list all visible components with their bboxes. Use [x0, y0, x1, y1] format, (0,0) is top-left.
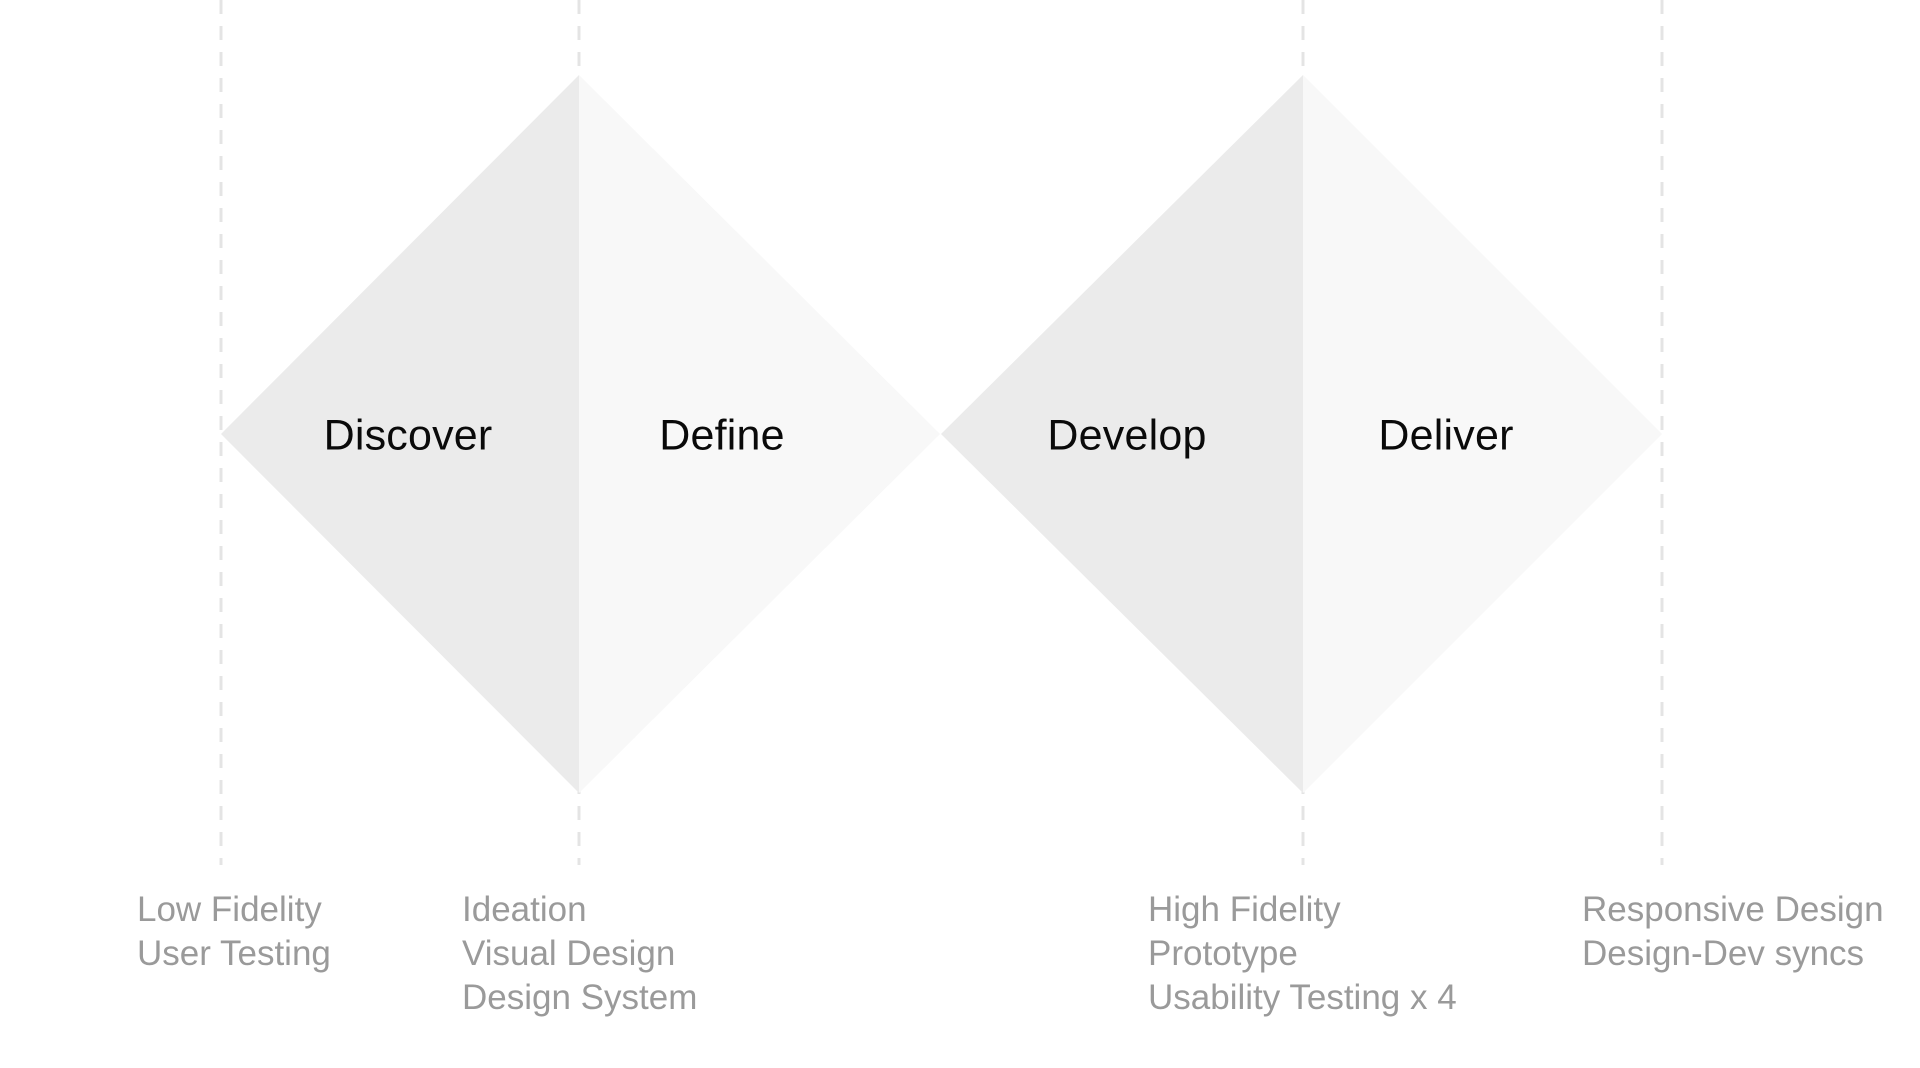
- activity-item: Design-Dev syncs: [1582, 934, 1865, 973]
- activity-list-define: Ideation Visual Design Design System: [462, 888, 697, 1020]
- activity-list-develop: High Fidelity Prototype Usability Testin…: [1148, 888, 1457, 1020]
- phase-label-deliver: Deliver: [1378, 411, 1514, 460]
- activity-list-deliver: Responsive Design Design-Dev syncs: [1582, 888, 1884, 976]
- activity-list-discover: Low Fidelity User Testing: [137, 888, 331, 976]
- diamond-deliver-half: [1303, 75, 1662, 793]
- phase-label-define: Define: [659, 411, 785, 460]
- activity-item: Design System: [462, 978, 698, 1017]
- phase-label-develop: Develop: [1047, 411, 1207, 460]
- activity-item: User Testing: [137, 934, 331, 973]
- activity-item: Low Fidelity: [137, 890, 322, 929]
- activity-item: Visual Design: [462, 934, 676, 973]
- activity-item: High Fidelity: [1148, 890, 1341, 929]
- diamond-define-half: [579, 75, 940, 793]
- activity-item: Ideation: [462, 890, 587, 929]
- activity-item: Usability Testing x 4: [1148, 978, 1457, 1017]
- phase-label-discover: Discover: [323, 411, 493, 460]
- diamond-develop-half: [941, 75, 1303, 793]
- activity-item: Responsive Design: [1582, 890, 1884, 929]
- activity-item: Prototype: [1148, 934, 1298, 973]
- diamond-discover-half: [221, 75, 579, 793]
